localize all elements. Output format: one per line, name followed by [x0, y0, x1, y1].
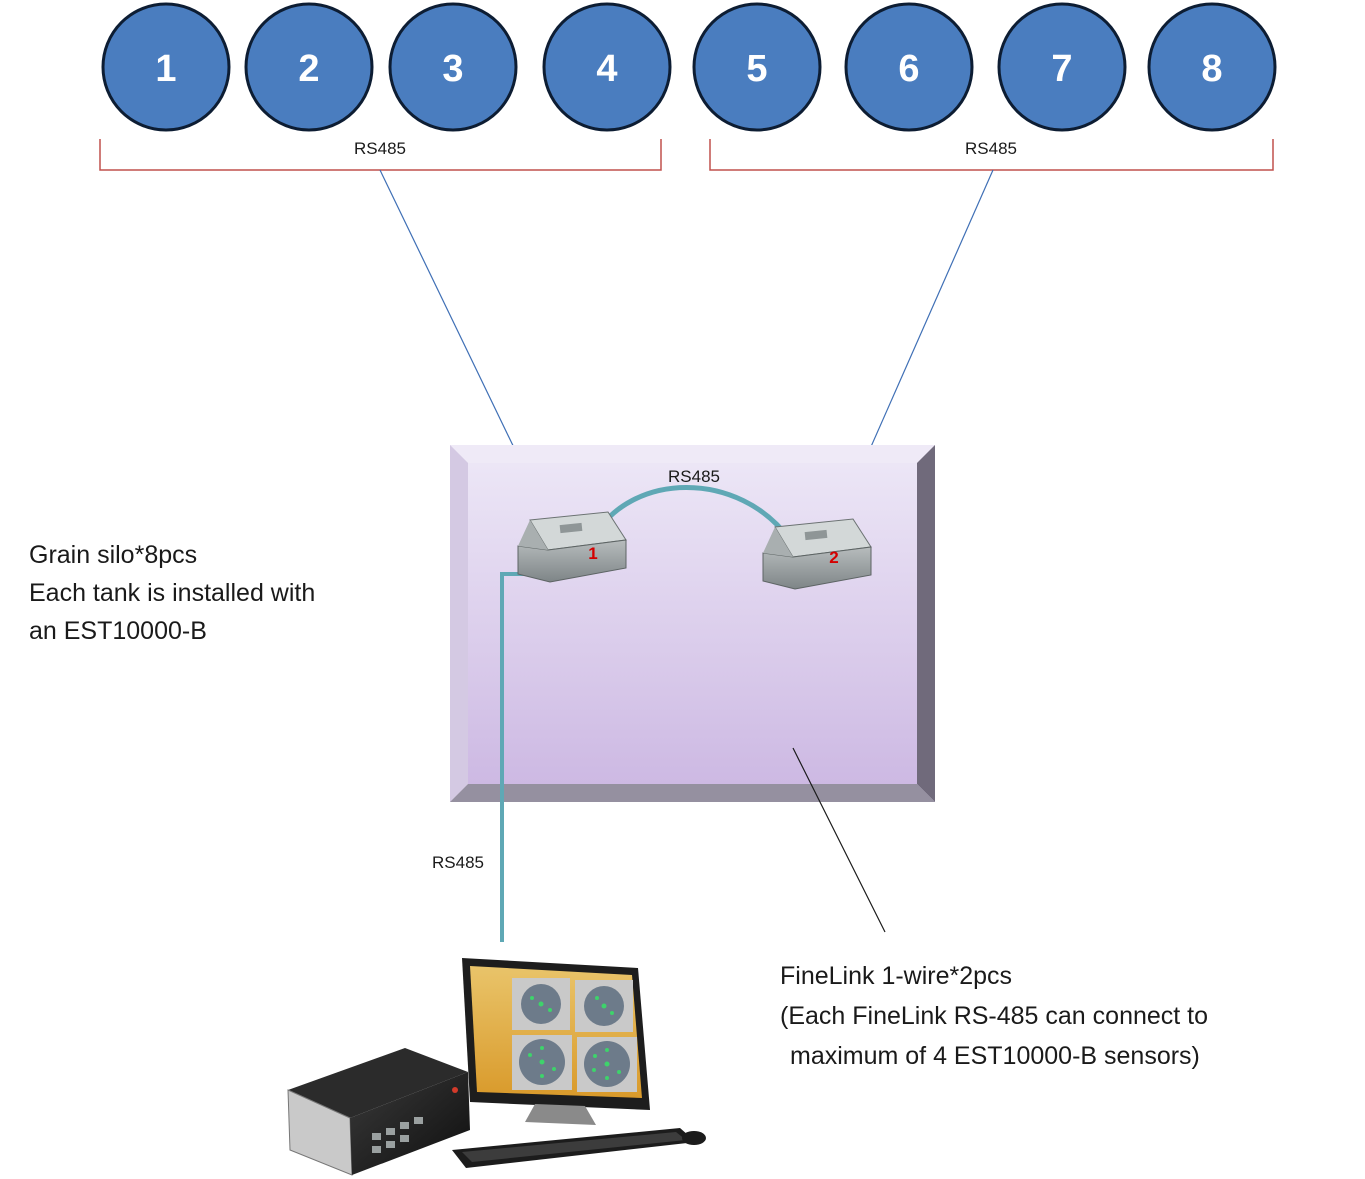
silo-label: 3 [442, 48, 463, 90]
silo-8: 8 [1147, 2, 1277, 132]
finelink-note-line: (Each FineLink RS-485 can connect to [780, 1002, 1209, 1030]
device-link-bus-label: RS485 [668, 467, 720, 486]
silo-3: 3 [388, 2, 518, 132]
silo-note-line: an EST10000-B [29, 617, 207, 645]
device-number: 1 [588, 544, 597, 563]
silo-2: 2 [244, 2, 374, 132]
finelink-note-line: FineLink 1-wire*2pcs [780, 962, 1013, 990]
keyboard-icon [452, 1128, 706, 1168]
silo-panel [450, 445, 935, 802]
left-group-bus-label: RS485 [354, 139, 406, 158]
silo-label: 7 [1051, 48, 1072, 90]
silo-label: 5 [746, 48, 767, 90]
silo-label: 6 [898, 48, 919, 90]
silo-note: Grain silo*8pcs Each tank is installed w… [29, 536, 315, 650]
silo-6: 6 [844, 2, 974, 132]
silo-4: 4 [542, 2, 672, 132]
finelink-device-icon: 1 [517, 511, 627, 583]
industrial-pc-icon [287, 1048, 470, 1176]
finelink-leader-line [792, 747, 886, 933]
silo-label: 4 [596, 48, 617, 90]
finelink-note-line: maximum of 4 EST10000-B sensors) [790, 1042, 1200, 1070]
right-group-bus-label: RS485 [965, 139, 1017, 158]
pc-bus-label: RS485 [432, 853, 484, 872]
silo-5: 5 [692, 2, 822, 132]
silo-label: 8 [1201, 48, 1222, 90]
silo-1: 1 [101, 2, 231, 132]
silo-row: 1 2 3 4 5 6 7 8 [101, 2, 1277, 132]
silo-7: 7 [997, 2, 1127, 132]
finelink-device-icon: 2 [762, 518, 872, 590]
silo-label: 1 [155, 48, 176, 90]
finelink-note: FineLink 1-wire*2pcs (Each FineLink RS-4… [780, 956, 1208, 1076]
monitor-icon [462, 958, 650, 1125]
device-number: 2 [829, 548, 838, 567]
silo-label: 2 [298, 48, 319, 90]
silo-note-line: Each tank is installed with [29, 579, 316, 607]
silo-note-line: Grain silo*8pcs [29, 541, 198, 569]
right-group-bracket [709, 139, 1274, 171]
